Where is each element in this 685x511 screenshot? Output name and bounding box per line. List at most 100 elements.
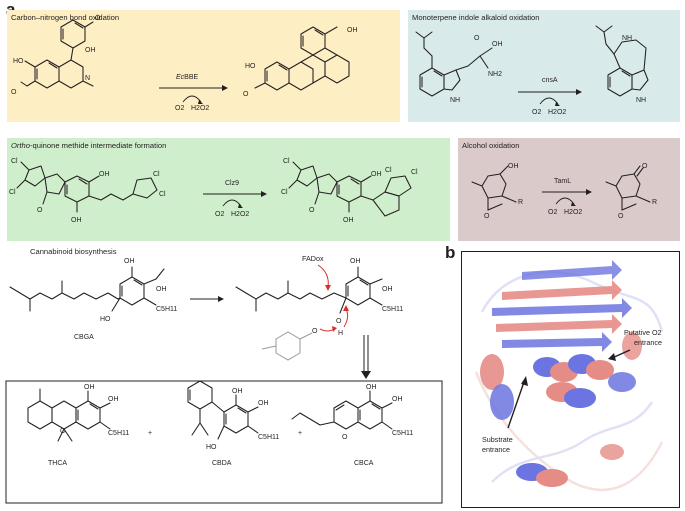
enzyme-label: TamL [554, 178, 571, 185]
cl-label: Cl [11, 158, 18, 165]
panel-title: Monoterpene indole alkaloid oxidation [412, 13, 540, 22]
cl-label-2: Cl [9, 189, 16, 196]
h2o2-label: H2O2 [191, 105, 209, 112]
h2o2-label: H2O2 [564, 209, 582, 216]
pentyl-label-5: C5H11 [392, 430, 413, 437]
o2-label: O2 [548, 209, 557, 216]
pentyl-label-3: C5H11 [108, 430, 129, 437]
oh-label-2: OH [350, 258, 361, 265]
tyrosine-phenolate [261, 331, 313, 361]
cbda-structure [187, 380, 259, 440]
red-arrow [317, 264, 329, 288]
oh-label-2: OH [71, 217, 82, 224]
clz9-reaction-scheme: Cl Cl OH OH Cl Cl O Clz9 O2 H2O2 [9, 158, 418, 224]
fad-label: FADox [302, 254, 324, 263]
nh-label-2: NH [622, 35, 632, 42]
phenolate-o-label: O [312, 328, 318, 335]
cbga-label: CBGA [74, 334, 94, 341]
cooh-label: OH [156, 286, 167, 293]
plus-sign: + [298, 430, 302, 437]
cl-label-5: Cl [283, 158, 290, 165]
ho-label: HO [100, 316, 111, 323]
methoxy-label: O [11, 89, 17, 96]
o-label-2: O [642, 163, 648, 170]
oh-label: OH [124, 258, 135, 265]
oh-label-3: HO [245, 63, 256, 70]
panel-title: Carbon–nitrogen bond oxidation [11, 13, 120, 22]
o2-label: O2 [175, 105, 184, 112]
alpha-helices [480, 332, 642, 487]
o2-entrance-label-2: entrance [634, 338, 662, 347]
methoxy-label-2: O [95, 15, 101, 22]
o-label-2: O [60, 428, 66, 435]
cl-label-6: Cl [281, 189, 288, 196]
oh-label-4: OH [347, 27, 358, 34]
plus-sign: + [148, 430, 152, 437]
beta-sheet [492, 260, 632, 352]
o-label: O [37, 207, 43, 214]
h2o2-label: H2O2 [231, 211, 249, 218]
h2o2-label: H2O2 [548, 109, 566, 116]
panel-oqm-formation: Ortho-quinone methide intermediate forma… [7, 138, 450, 241]
taml-product-structure [605, 165, 651, 211]
substrate-entrance-label: Substrate [482, 435, 513, 444]
oh-label: OH [508, 163, 519, 170]
oh-label-2: OH [85, 47, 96, 54]
bbe-product-structure [254, 26, 350, 91]
r-label: R [518, 199, 523, 206]
clz9-product-structure [288, 161, 412, 217]
oh-label-3: OH [371, 171, 382, 178]
panel-b-label: b [445, 243, 456, 262]
protein-ribbon-overlay: Putative O2 entrance Substrate entrance [474, 260, 664, 492]
cl-label-3: Cl [153, 171, 160, 178]
r-label-2: R [652, 199, 657, 206]
oh-label-4: OH [232, 388, 243, 395]
bbe-substrate-structure [20, 19, 94, 89]
cbda-label: CBDA [212, 460, 232, 467]
pentyl-label-2: C5H11 [382, 306, 403, 313]
bbe-reaction-scheme: HO O N OH O EcBBE O2 H2O2 HO O OH [11, 15, 358, 112]
cooh-label-5: OH [392, 396, 403, 403]
pentyl-label: C5H11 [156, 306, 177, 313]
o-label-3: O [618, 213, 624, 220]
protein-structure-frame: Putative O2 entrance Substrate entrance [461, 251, 680, 508]
oh-label: OH [99, 171, 110, 178]
o-label-2: O [309, 207, 315, 214]
taml-reaction-scheme: OH O R TamL O2 H2O2 O O R [471, 163, 657, 220]
methoxy-label-3: O [243, 91, 249, 98]
thca-structure [27, 388, 111, 442]
o-label: O [336, 318, 342, 325]
red-arrow [343, 308, 349, 328]
panel-cn-oxidation: Carbon–nitrogen bond oxidation HO O N OH… [7, 10, 400, 122]
oh-label: HO [13, 58, 24, 65]
cooh-label-4: OH [258, 400, 269, 407]
cannabinoid-title: Cannabinoid biosynthesis [30, 247, 117, 256]
taml-substrate-structure [471, 165, 517, 211]
thca-label: THCA [48, 460, 67, 467]
cl-label-7: Cl [385, 167, 392, 174]
enzyme-label: Clz9 [225, 180, 239, 187]
o-label-3: O [342, 434, 348, 441]
o-label: O [474, 35, 480, 42]
nh-label: NH [450, 97, 460, 104]
red-arrow [319, 328, 335, 332]
cnsa-product-structure [595, 25, 649, 97]
o2-label: O2 [215, 211, 224, 218]
n-label: N [85, 75, 90, 82]
panel-title: Ortho-quinone methide intermediate forma… [11, 141, 167, 150]
clz9-substrate-structure [16, 161, 158, 213]
ho-label-2: HO [206, 444, 217, 451]
panel-a-label: a [6, 1, 15, 18]
cbca-structure [291, 390, 393, 430]
o2-label: O2 [532, 109, 541, 116]
cnsa-substrate-structure [415, 31, 493, 97]
products-box [5, 380, 443, 504]
panel-mia-oxidation: Monoterpene indole alkaloid oxidation O H… [408, 10, 680, 122]
o-label: O [484, 213, 490, 220]
nh-label-3: NH [636, 97, 646, 104]
panel-title: Alcohol oxidation [462, 141, 520, 150]
oh-label-5: OH [366, 384, 377, 391]
cbga-intermediate-structure [235, 266, 383, 314]
enzyme-label: EcBBE [176, 74, 199, 81]
cannabinoid-scheme: OH OH HO C5H11 CBGA OH OH C5H11 O H FADo… [5, 254, 443, 504]
